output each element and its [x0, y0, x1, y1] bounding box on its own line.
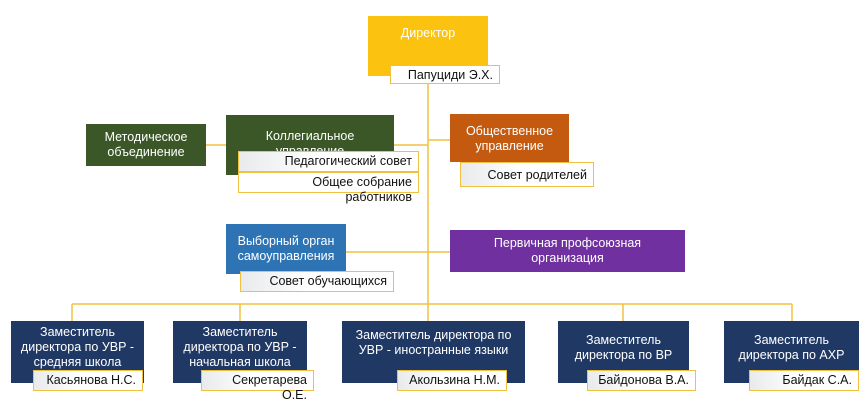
- methodical-title: Методическое объединение: [104, 130, 188, 159]
- deputy-3-name: Акользина Н.М.: [397, 370, 507, 391]
- public-title: Общественное управление: [465, 124, 554, 153]
- deputy-3-title: Заместитель директора по УВР - иностранн…: [355, 328, 512, 357]
- deputy-1-name-text: Касьянова Н.С.: [46, 373, 136, 387]
- deputy-4-name-text: Байдонова В.А.: [598, 373, 689, 387]
- deputy-1-name: Касьянова Н.С.: [33, 370, 143, 391]
- deputy-5-title: Заместитель директора по АХР: [738, 333, 845, 362]
- collegial-item-1: Педагогический совет: [238, 151, 419, 172]
- methodical-box: Методическое объединение: [86, 124, 206, 166]
- deputy-2-title: Заместитель директора по УВР - начальная…: [183, 325, 297, 369]
- collegial-item-2: Общее собрание работников: [238, 172, 419, 204]
- director-name: Папуциди Э.Х.: [390, 65, 500, 84]
- public-box: Общественное управление: [450, 114, 569, 162]
- director-name-text: Папуциди Э.Х.: [407, 68, 493, 82]
- public-sub: Совет родителей: [460, 162, 594, 187]
- deputy-4-name: Байдонова В.А.: [587, 370, 696, 391]
- deputy-2-name: Секретарева О.Е.: [201, 370, 314, 402]
- union-title: Первичная профсоюзная организация: [493, 236, 642, 265]
- deputy-1-title: Заместитель директора по УВР - средняя ш…: [20, 325, 135, 369]
- deputy-5-name-text: Байдак С.А.: [782, 373, 852, 387]
- deputy-5-name: Байдак С.А.: [749, 370, 859, 391]
- director-title: Директор: [400, 26, 456, 40]
- deputy-2-name-text: Секретарева О.Е.: [232, 373, 307, 402]
- elected-sub: Совет обучающихся: [240, 271, 394, 292]
- collegial-item-2-text: Общее собрание работников: [312, 175, 412, 204]
- collegial-item-1-text: Педагогический совет: [284, 154, 412, 168]
- deputy-3-name-text: Акользина Н.М.: [409, 373, 500, 387]
- union-box: Первичная профсоюзная организация: [450, 230, 685, 272]
- elected-title: Выборный орган самоуправления: [237, 234, 335, 263]
- elected-sub-text: Совет обучающихся: [269, 274, 387, 288]
- deputy-4-title: Заместитель директора по ВР: [574, 333, 673, 362]
- elected-box: Выборный орган самоуправления: [226, 224, 346, 274]
- public-sub-text: Совет родителей: [487, 168, 587, 182]
